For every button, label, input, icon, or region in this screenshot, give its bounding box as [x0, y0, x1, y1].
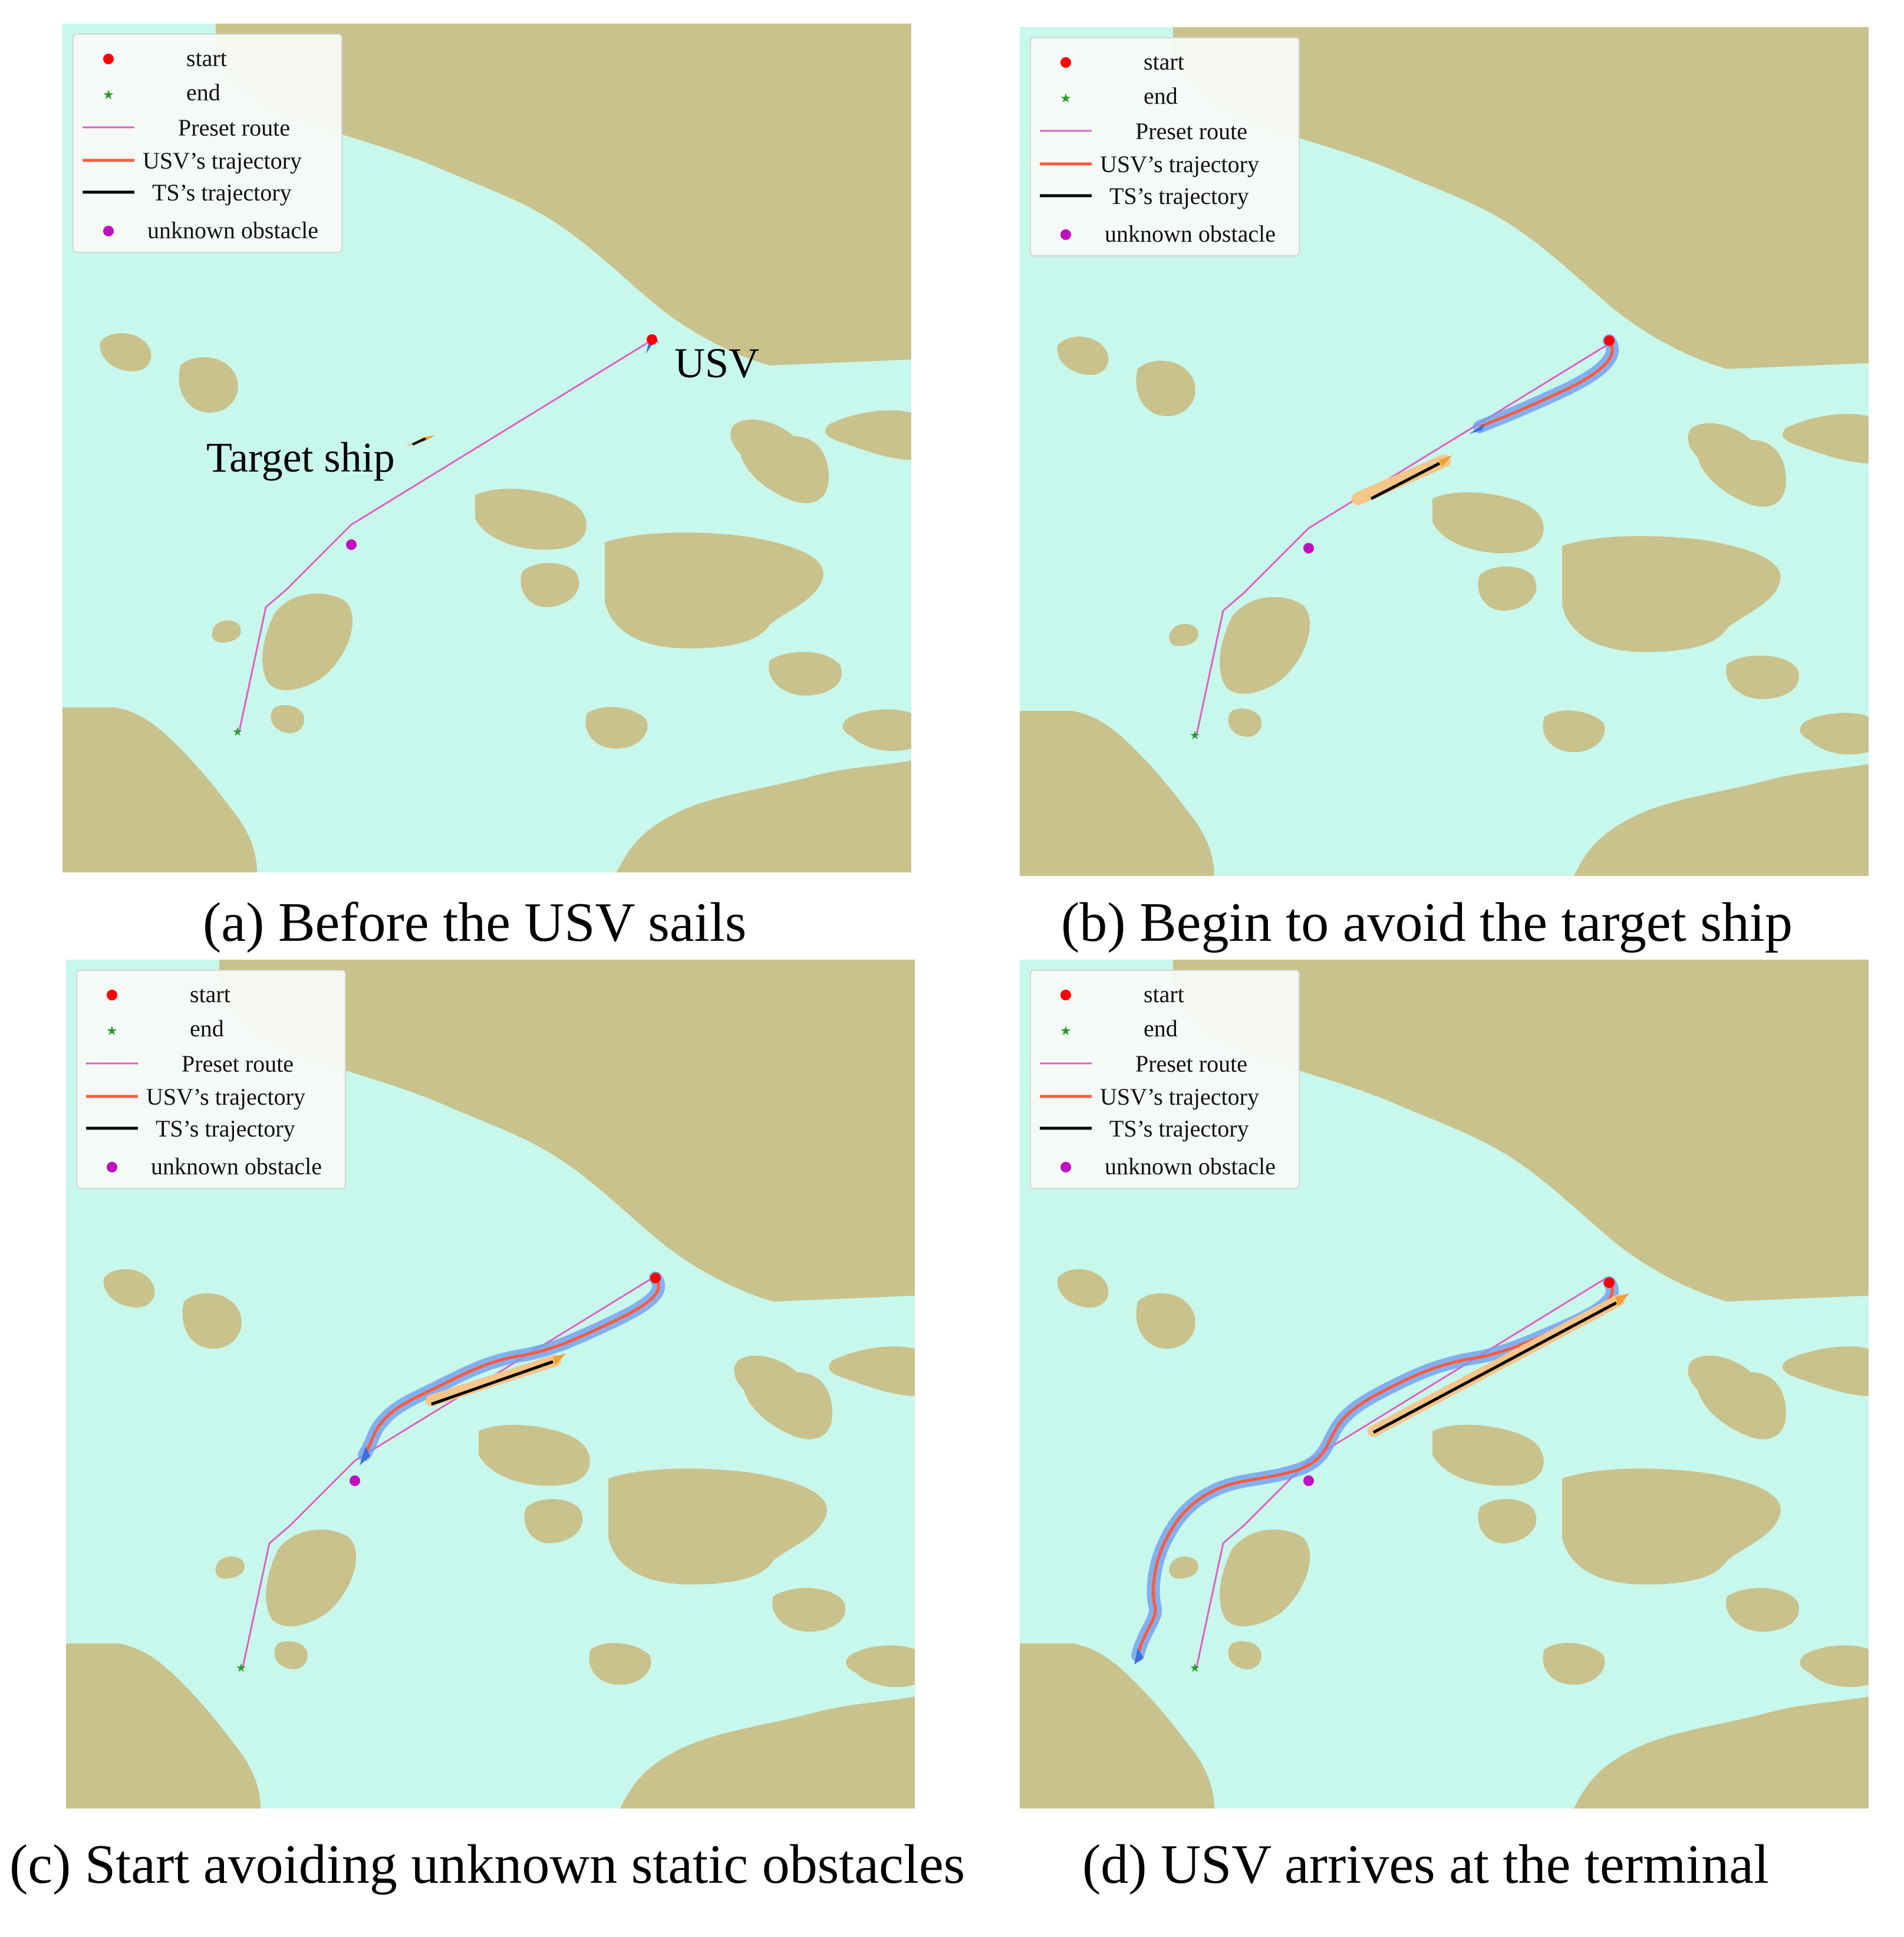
legend-unknown-obstacle: unknown obstacle	[1105, 220, 1276, 247]
caption-a: (a) Before the USV sails	[203, 892, 747, 953]
legend-preset-route: Preset route	[178, 114, 290, 141]
legend-unknown-obstacle: unknown obstacle	[147, 217, 318, 243]
legend-usv-trajectory: USV’s trajectory	[1100, 1083, 1259, 1110]
legend-ts-trajectory: TS’s trajectory	[1109, 183, 1249, 209]
svg-text:★: ★	[1060, 91, 1072, 106]
legend-start: start	[1144, 981, 1184, 1007]
legend-preset-route: Preset route	[1135, 118, 1247, 144]
legend-ts-trajectory: TS’s trajectory	[1109, 1115, 1249, 1142]
caption-c: (c) Start avoiding unknown static obstac…	[9, 1834, 966, 1895]
legend-end: end	[1144, 1015, 1178, 1042]
legend-ts-trajectory: TS’s trajectory	[152, 179, 292, 206]
legend-preset-route: Preset route	[1135, 1050, 1247, 1077]
legend-start: start	[190, 981, 230, 1007]
legend-ts-trajectory: TS’s trajectory	[156, 1115, 295, 1142]
ts-trajectory-d	[1368, 1293, 1629, 1437]
legend-end: end	[190, 1015, 224, 1042]
usv-trajectory-d	[1131, 1276, 1619, 1665]
caption-d: (d) USV arrives at the terminal	[1082, 1834, 1770, 1895]
legend: start ★ end Preset route USV’s trajector…	[1030, 970, 1300, 1189]
svg-text:★: ★	[106, 1024, 118, 1039]
panel-c: start ★ end Preset route USV’s trajector…	[66, 960, 915, 1808]
target-ship-label: Target ship	[206, 434, 395, 481]
legend-usv-trajectory: USV’s trajectory	[143, 147, 302, 174]
panel-b: start ★ end Preset route USV’s trajector…	[1020, 27, 1869, 876]
target-ship	[406, 435, 435, 447]
ts-trajectory-b	[1352, 454, 1452, 505]
legend-end: end	[186, 79, 220, 106]
usv-label: USV	[674, 340, 759, 387]
usv-ship	[646, 334, 659, 354]
panel-a: USV Target ship start ★ end Preset route…	[62, 24, 911, 872]
usv-trajectory-b	[1469, 334, 1619, 434]
legend-start: start	[1144, 48, 1184, 75]
legend: start ★ end Preset route USV’s trajector…	[76, 970, 346, 1189]
usv-trajectory-c	[358, 1271, 666, 1465]
legend: start ★ end Preset route USV’s trajector…	[73, 34, 342, 253]
legend-unknown-obstacle: unknown obstacle	[1105, 1153, 1276, 1180]
legend-preset-route: Preset route	[182, 1050, 294, 1077]
legend: start ★ end Preset route USV’s trajector…	[1030, 37, 1300, 256]
legend-end: end	[1144, 83, 1178, 109]
svg-text:★: ★	[1060, 1024, 1072, 1039]
svg-text:★: ★	[103, 88, 114, 103]
caption-b: (b) Begin to avoid the target ship	[1061, 892, 1793, 953]
ts-trajectory-c	[426, 1353, 566, 1406]
legend-start: start	[186, 45, 227, 71]
legend-unknown-obstacle: unknown obstacle	[151, 1153, 322, 1180]
legend-usv-trajectory: USV’s trajectory	[1100, 151, 1259, 177]
panel-d: start ★ end Preset route USV’s trajector…	[1020, 960, 1869, 1808]
legend-usv-trajectory: USV’s trajectory	[146, 1083, 305, 1110]
